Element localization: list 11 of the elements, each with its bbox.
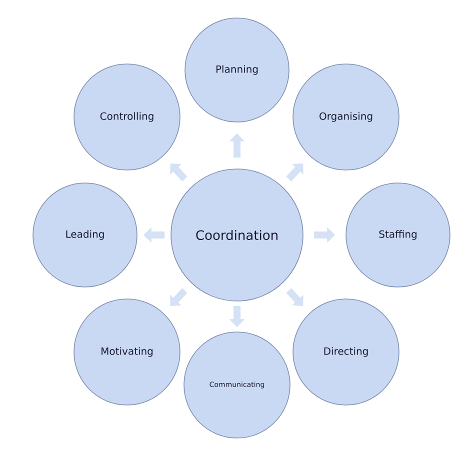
circle-node: Leading <box>32 182 138 288</box>
circle-node: Motivating <box>74 298 180 406</box>
block-arrow <box>170 164 188 182</box>
block-arrow <box>286 288 304 306</box>
circle-node: Planning <box>184 18 290 122</box>
circle-node: Directing <box>292 298 400 406</box>
circle-node: Coordination <box>170 168 304 302</box>
circle-node: Organising <box>292 64 400 170</box>
circle-node: Controlling <box>74 64 180 170</box>
circle-node: Staffing <box>346 182 450 288</box>
block-arrow <box>170 288 188 306</box>
